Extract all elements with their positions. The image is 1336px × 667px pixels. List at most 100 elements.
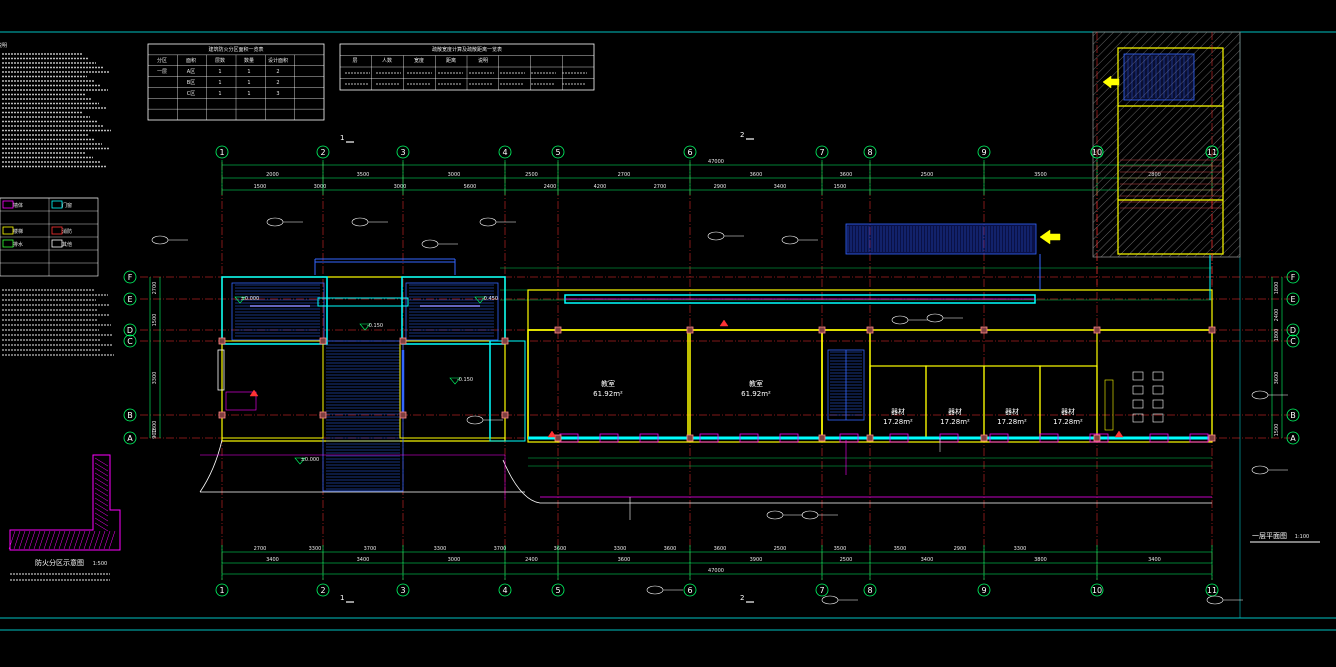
grid-col-label-top: 3 [400,148,405,157]
dim-text-left: 1800 [152,421,158,434]
dim-text-left: 2700 [152,282,158,295]
entrance-arrow-icon-2 [1102,75,1120,89]
legend-label: 墙体 [13,202,23,209]
room-name: 器材 [1061,407,1075,416]
grid-col-label-bottom: 9 [981,586,986,595]
room-area: 17.28m² [883,418,913,426]
grid-bubble-top [316,145,330,159]
fire-zone-hatch-2 [94,482,109,492]
detail-scale: 1:500 [93,561,107,567]
grid-col-label-bottom: 10 [1092,586,1102,595]
lobby-desk [225,391,257,411]
equipment-room-3 [983,365,1041,439]
grid-col-label-top: 1 [219,148,224,157]
window-mark [1189,433,1209,443]
legend-swatch [2,200,14,209]
window-mark [989,433,1009,443]
dim-text-bottom-1: 3300 [1014,546,1027,552]
section-mark-label: 2 [740,131,744,139]
window-mark [699,433,719,443]
plan-scale: 1:100 [1295,534,1309,540]
legend-label: 其他 [62,241,72,248]
fire-extinguisher-icon [547,430,557,438]
window-mark [889,433,909,443]
dim-text-top-1: 3500 [1034,172,1047,178]
fire-zone-hatch [23,530,31,550]
grid-row-label-left: E [127,295,132,304]
fire-zone-hatch [83,530,91,550]
fire-extinguisher-icon [719,319,729,327]
dim-text-right: 3600 [1274,372,1280,385]
window-mark [1089,433,1109,443]
structural-column [554,326,562,334]
dim-text-top-1: 3500 [357,172,370,178]
dim-text-top-2: 5600 [464,184,477,190]
dim-text-bottom-1: 3600 [664,546,677,552]
grid-col-label-bottom: 11 [1207,586,1217,595]
fire-zone-hatch-2 [94,477,109,487]
annotation-bubble [421,239,439,249]
annotation-bubble [266,217,284,227]
dim-text-top-2: 3000 [314,184,327,190]
fire-zone-hatch [78,530,86,550]
structural-column [554,434,562,442]
grid-bubble-bottom [1090,583,1104,597]
grid-col-label-top: 6 [687,148,692,157]
dim-text-bottom-2: 3800 [1034,557,1047,563]
table1-cell: A区 [187,69,195,75]
dim-text-left: 3300 [152,372,158,385]
dim-text-bottom-2: 3400 [357,557,370,563]
grid-col-label-bottom: 4 [502,586,507,595]
room-name: 教室 [601,379,615,388]
grid-bubble-top [396,145,410,159]
window-mark [1039,433,1059,443]
grid-col-label-top: 2 [320,148,325,157]
dim-text-bottom-1: 3500 [834,546,847,552]
grid-row-label-left: F [128,273,133,282]
fire-zone-hatch [73,530,81,550]
table1-cell: B区 [187,80,195,86]
toilet-fixture [1132,385,1144,395]
fire-zone-hatch [8,530,16,550]
grid-col-label-top: 4 [502,148,507,157]
dim-text-top-2: 2700 [654,184,667,190]
window-mark [599,433,619,443]
legend-swatch [51,226,63,235]
table1-cell: 2 [276,69,279,75]
urinal-row [1104,379,1114,431]
fire-zone-hatch-2 [94,517,109,527]
dim-text-bottom-1: 3300 [309,546,322,552]
fire-zone-hatch [53,530,61,550]
annotation-bubble [926,313,944,323]
fire-zone-hatch [68,530,76,550]
dim-text-bottom-2: 2500 [840,557,853,563]
fire-zone-hatch [33,530,41,550]
grid-bubble-top [815,145,829,159]
fire-zone-hatch-2 [94,497,109,507]
structural-column [866,326,874,334]
dim-text-bottom-1: 3300 [614,546,627,552]
fire-zone-detail-outline [9,454,121,551]
dim-text-top-1: 2700 [618,172,631,178]
structural-column [818,434,826,442]
table1-header: 面积 [186,57,196,64]
lobby-room [221,340,324,439]
grid-bubble-top [977,145,991,159]
toilet-fixture [1152,385,1164,395]
room-name: 教室 [749,379,763,388]
dim-text-top-1: 3600 [840,172,853,178]
structural-column [1093,326,1101,334]
grid-col-label-bottom: 6 [687,586,692,595]
fire-extinguisher-icon [1114,430,1124,438]
grid-col-label-bottom: 3 [400,586,405,595]
elevation-text: -0.150 [457,377,473,383]
legend-label: 排水 [13,241,23,248]
elevation-symbol [449,377,461,385]
fire-zone-hatch-2 [94,462,109,472]
annotation-bubble [781,235,799,245]
dim-text-bottom-1: 3700 [364,546,377,552]
fire-extinguisher-icon [249,389,259,397]
stair-block-2 [405,282,499,341]
